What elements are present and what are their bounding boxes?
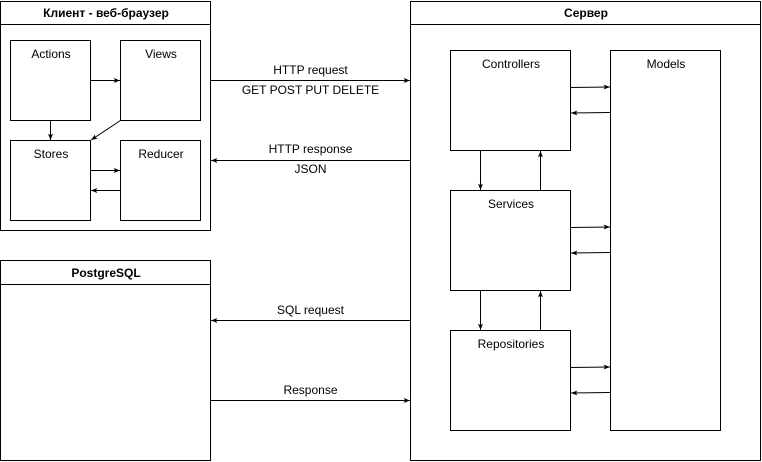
models-box [610,50,721,431]
db-response-label: Response [283,383,338,397]
repositories-label: Repositories [477,337,545,351]
arrow-models-to-repositories [570,390,611,396]
client-title: Клиент - веб-браузер [43,6,169,20]
reducer-label: Reducer [138,147,184,161]
models-label: Models [646,57,686,71]
http-response-format: JSON [294,162,327,176]
http-request-methods: GET POST PUT DELETE [241,83,380,97]
actions-box [10,40,91,121]
stores-label: Stores [33,147,69,161]
arrow-services-to-models [570,224,611,230]
actions-label: Actions [31,47,71,61]
arrow-controllers-to-models [570,84,611,90]
controllers-label: Controllers [481,57,541,71]
postgresql-title: PostgreSQL [71,266,141,280]
arrow-models-to-controllers [570,110,611,116]
services-box [450,190,571,291]
services-label: Services [487,197,534,211]
repositories-box [450,330,571,431]
reducer-box [120,140,201,221]
views-box [120,40,201,121]
postgresql-container [0,260,211,461]
http-request-label: HTTP request [273,63,348,77]
sql-request-label: SQL request [277,303,344,317]
controllers-box [450,50,571,151]
http-response-label: HTTP response [268,142,353,156]
stores-box [10,140,91,221]
views-label: Views [145,47,177,61]
server-title: Сервер [564,6,608,20]
arrow-views-to-stores [90,120,121,141]
arrow-models-to-services [570,250,611,256]
arrow-repositories-to-models [570,364,611,370]
